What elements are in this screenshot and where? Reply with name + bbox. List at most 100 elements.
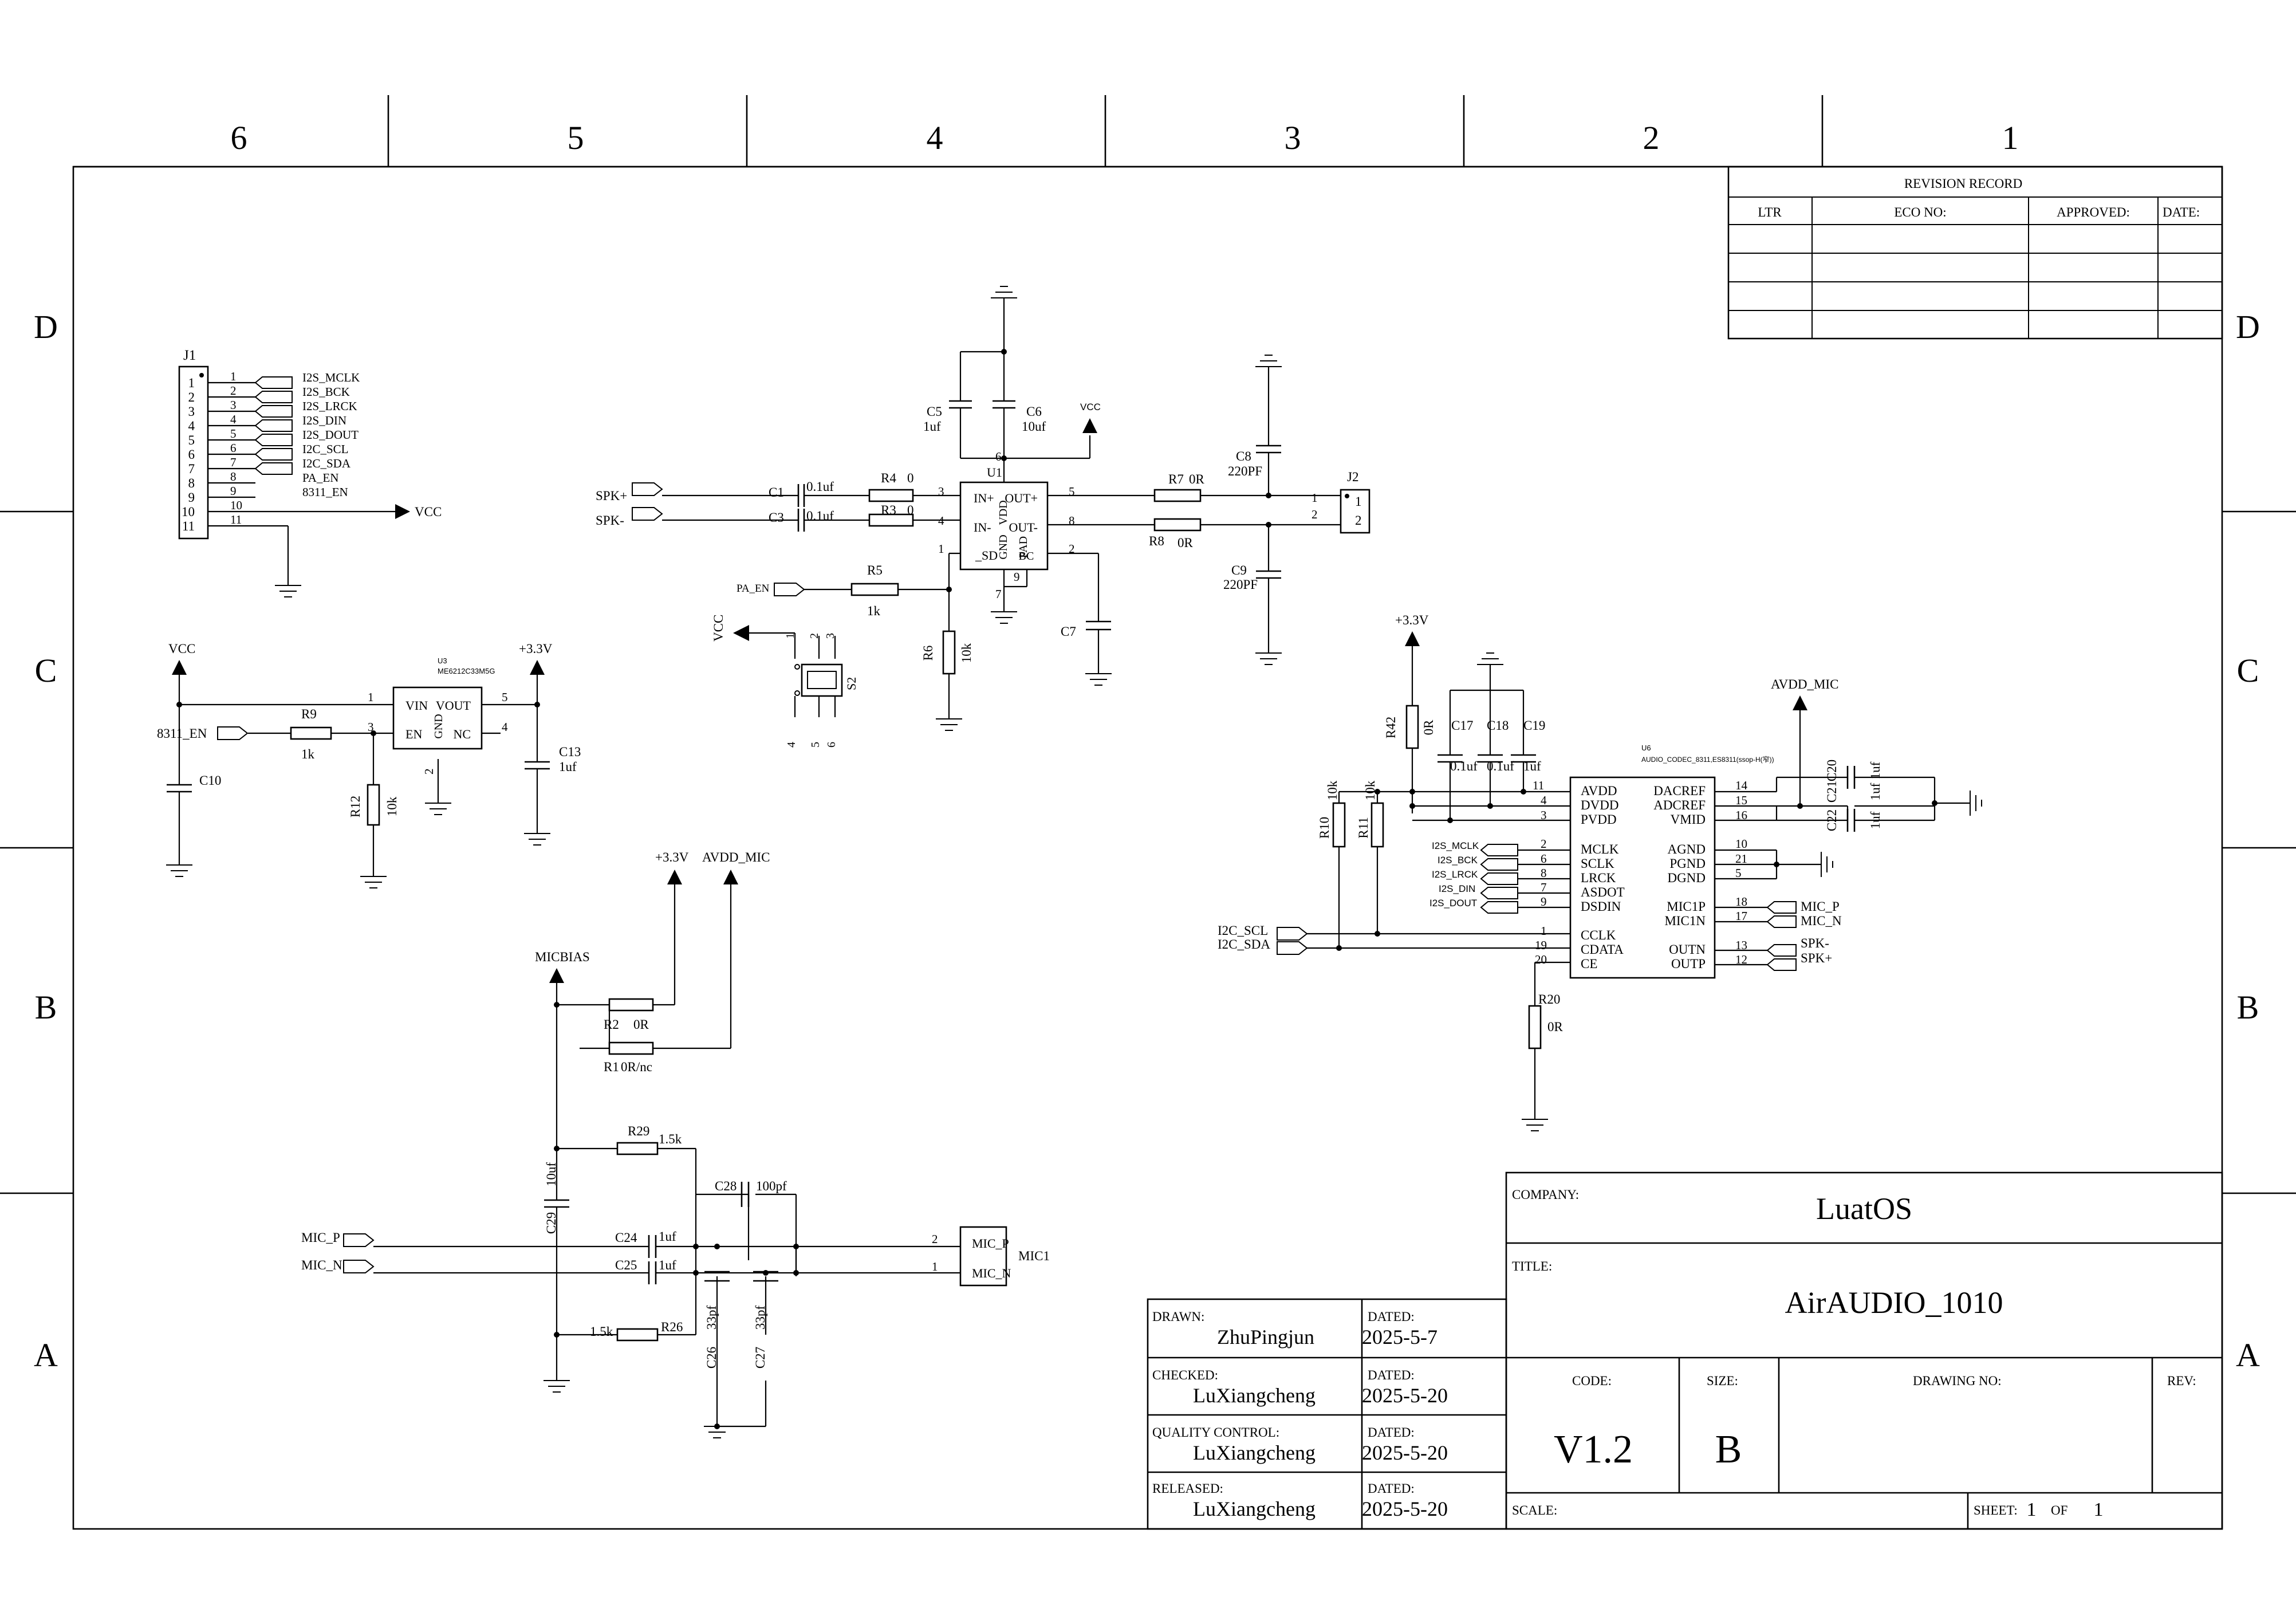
u1-ref: U1 — [987, 465, 1002, 479]
qc-date: 2025-5-20 — [1362, 1441, 1448, 1464]
codec-c18-ref: C18 — [1487, 718, 1509, 733]
mic-r29-value: 1.5k — [659, 1132, 682, 1146]
net-label-pa-en: PA_EN — [302, 471, 338, 485]
j1-pad-9: 9 — [230, 484, 237, 498]
pa-r6-ref: R6 — [921, 646, 935, 661]
mic-c29-ref: C29 — [544, 1212, 558, 1234]
mic-c25-value: 1uf — [659, 1258, 676, 1272]
codec-c22-ref: C22 — [1825, 809, 1839, 831]
pa-c8-ref: C8 — [1236, 449, 1251, 463]
pa-r4-value: 0 — [907, 471, 914, 485]
pa-c9-value: 220PF — [1223, 577, 1258, 592]
u1-num-2: 2 — [1069, 542, 1075, 556]
u3-pin-gnd: GND — [432, 714, 445, 738]
codec-pin-adcref: ADCREF — [1653, 798, 1706, 812]
mic-r29-ref: R29 — [628, 1124, 649, 1138]
qc-label: QUALITY CONTROL: — [1152, 1425, 1279, 1440]
u1-pin-outn: OUT- — [1009, 520, 1038, 534]
col-label-4: 4 — [927, 119, 943, 156]
mic1-pin-n: MIC_N — [972, 1266, 1011, 1280]
pa-r8-value: 0R — [1177, 536, 1194, 550]
u3-pin-en: EN — [405, 727, 422, 741]
drawn-date: 2025-5-7 — [1362, 1326, 1438, 1348]
j1-pad-1: 1 — [230, 369, 237, 383]
pa-r4-ref: R4 — [881, 471, 896, 485]
net-label-i2s-lrck: I2S_LRCK — [302, 399, 357, 413]
u3-num-1: 1 — [368, 690, 374, 704]
ldo-r12-value: 10k — [385, 796, 399, 816]
audio-codec-section: U6 AUDIO_CODEC_8311,ES8311(ssop-H(窄)) AV… — [1218, 613, 1982, 1131]
title-block: COMPANY: LuatOS TITLE: AirAUDIO_1010 COD… — [1147, 1171, 2223, 1530]
checked-name: LuXiangcheng — [1193, 1384, 1316, 1407]
col-label-6: 6 — [231, 119, 247, 156]
row-label-d-left: D — [34, 308, 58, 345]
row-label-b-right: B — [2237, 989, 2259, 1026]
codec-pin-pvdd: PVDD — [1581, 812, 1617, 827]
u3-part: ME6212C33M5G — [438, 667, 495, 675]
j1-ref: J1 — [183, 348, 196, 363]
codec-c19-ref: C19 — [1523, 718, 1545, 733]
row-label-c-left: C — [35, 652, 57, 689]
codec-c21-value: 1uf — [1868, 782, 1883, 800]
codec-r42-value: 0R — [1421, 719, 1436, 736]
s2-pin-1: 1 — [784, 633, 797, 639]
codec-num-5: 5 — [1735, 866, 1742, 880]
codec-pin-cdata: CDATA — [1581, 942, 1624, 957]
j1-pin-9: 9 — [188, 490, 195, 505]
mic-c28-ref: C28 — [715, 1179, 737, 1193]
drawn-dated-label: DATED: — [1368, 1310, 1415, 1324]
j1-pin-7: 7 — [188, 462, 195, 476]
company-name: LuatOS — [1816, 1192, 1912, 1226]
codec-spkn-port: SPK- — [1801, 936, 1829, 950]
codec-r20-value: 0R — [1547, 1020, 1564, 1034]
codec-num-20: 20 — [1535, 953, 1547, 966]
codec-pin-mic1p: MIC1P — [1667, 899, 1706, 914]
u3-num-2: 2 — [422, 769, 436, 775]
row-label-d-right: D — [2236, 308, 2260, 345]
j2-pin-2: 2 — [1355, 513, 1362, 528]
j1-pin-3: 3 — [188, 404, 195, 419]
codec-num-14: 14 — [1735, 778, 1748, 792]
pa-en-port: PA_EN — [737, 583, 770, 595]
drawn-name: ZhuPingjun — [1217, 1326, 1314, 1348]
j1-pad-10: 10 — [230, 498, 242, 512]
u1-pin-bc: BC — [1019, 550, 1034, 563]
net-label-i2c-scl: I2C_SCL — [302, 442, 349, 456]
j1-pin-2: 2 — [188, 390, 195, 404]
revision-header-ltr: LTR — [1758, 205, 1782, 219]
u1-pin-sd: _SD — [975, 548, 998, 563]
ldo-r9-value: 1k — [301, 747, 315, 761]
codec-pin-ce: CE — [1581, 957, 1597, 971]
mic-c24-value: 1uf — [659, 1229, 676, 1244]
scale-label: SCALE: — [1512, 1503, 1557, 1517]
u3-num-4: 4 — [502, 720, 508, 734]
u1-num-8: 8 — [1069, 514, 1075, 528]
company-label: COMPANY: — [1512, 1187, 1579, 1202]
qc-name: LuXiangcheng — [1193, 1441, 1316, 1464]
mic-c26-ref: C26 — [704, 1347, 719, 1369]
s2-pin-4: 4 — [785, 742, 798, 748]
u1-pin-inn: IN- — [974, 520, 991, 534]
net-label-8311-en: 8311_EN — [302, 485, 348, 499]
released-name: LuXiangcheng — [1193, 1497, 1316, 1520]
j1-vcc-label: VCC — [415, 505, 442, 519]
j1-pad-7: 7 — [230, 455, 237, 469]
net-label-i2s-din: I2S_DIN — [302, 414, 346, 427]
mic-r1-ref: R1 — [604, 1060, 619, 1074]
u3-pin-nc: NC — [453, 727, 471, 741]
qc-dated-label: DATED: — [1368, 1425, 1415, 1440]
ldo-r9-ref: R9 — [301, 707, 317, 721]
codec-net-i2s-din: I2S_DIN — [1439, 883, 1475, 894]
code-label: CODE: — [1572, 1374, 1612, 1388]
s2-pin-5: 5 — [809, 742, 822, 748]
pa-r5-value: 1k — [867, 604, 881, 618]
codec-c20-ref: C20 — [1825, 760, 1839, 781]
pa-r3-value: 0 — [907, 503, 914, 517]
mic-c28-value: 100pf — [756, 1179, 787, 1193]
s2-ref: S2 — [844, 677, 858, 690]
codec-num-21: 21 — [1735, 852, 1747, 866]
pa-c3-ref: C3 — [769, 510, 784, 525]
pa-c7-ref: C7 — [1061, 624, 1076, 639]
codec-pin-dacref: DACREF — [1653, 784, 1706, 798]
net-label-i2s-bck: I2S_BCK — [302, 385, 350, 399]
